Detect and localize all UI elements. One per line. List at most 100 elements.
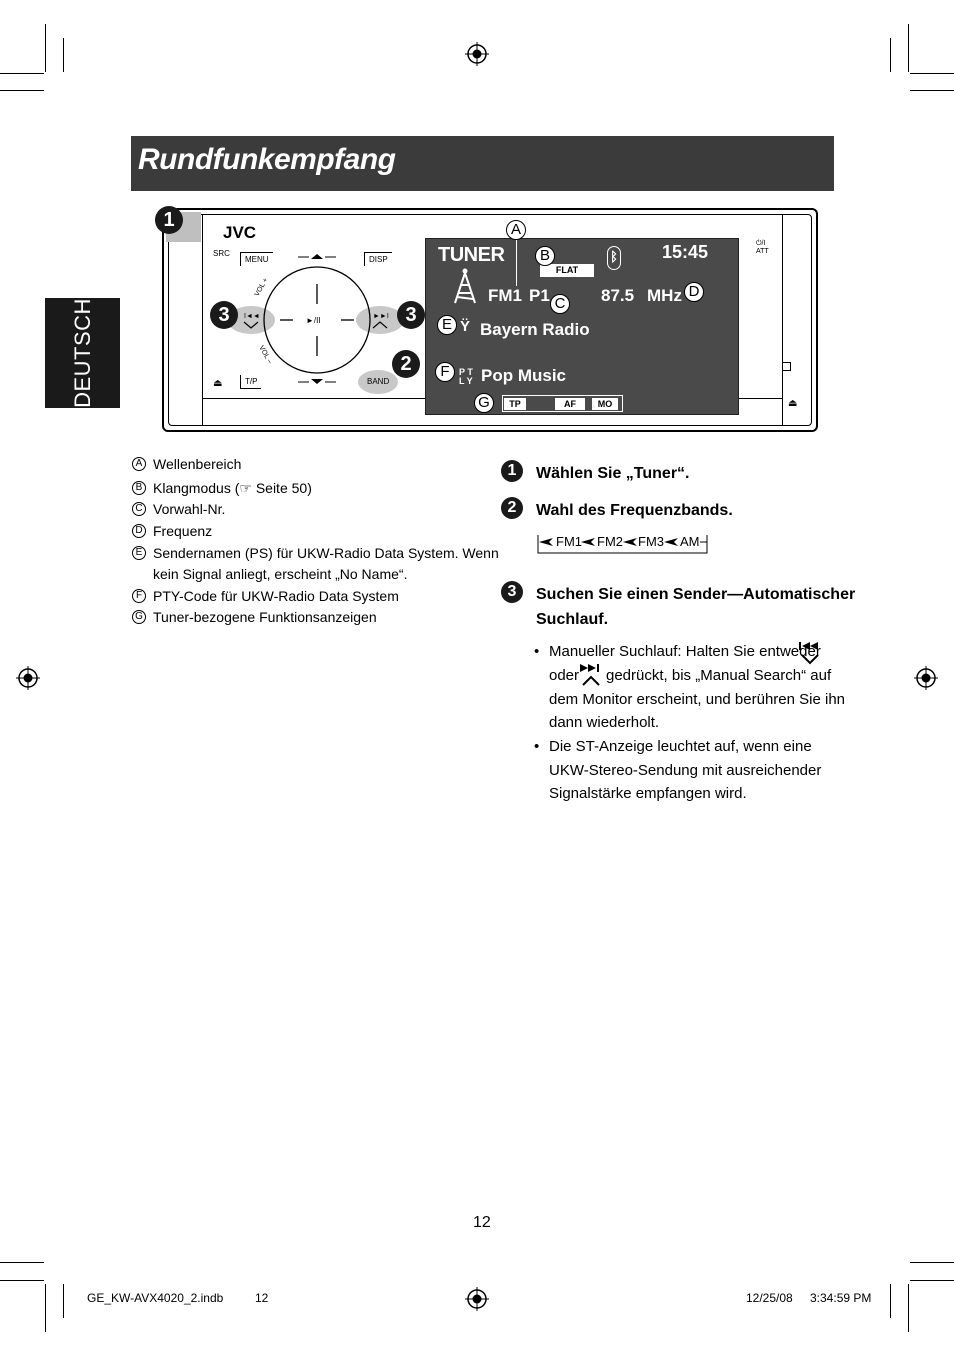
legend-letter-e: E [132,546,146,560]
bullet-1-line3: dem Monitor erscheint, und berühren Sie … [549,691,846,708]
callout-f: F [435,362,455,382]
control-wheel[interactable]: VOL + VOL – ►/II I◄◄ ►►I [225,250,415,390]
crop-mark [890,1284,891,1318]
registration-mark [914,666,938,690]
display-preset: P1 [529,286,550,305]
indicator-af: AF [555,398,585,410]
eject-button[interactable]: ⏏ [213,378,223,389]
title-bar: Rundfunkempfang [131,136,834,191]
legend-item-e-line2: kein Signal anliegt, erscheint „No Name“… [153,566,408,582]
svg-text:VOL +: VOL + [254,277,270,298]
legend-item-f: PTY-Code für UKW-Radio Data System [153,588,399,604]
next-button-icon [580,664,600,686]
band-cycle-fm2: FM2 [597,534,623,549]
bullet-1-line2b: gedrückt, bis „Manual Search“ auf [606,667,832,684]
step-2-text: Wahl des Frequenzbands. [536,502,733,519]
svg-text:►►I: ►►I [373,313,389,320]
step-1-text: Wählen Sie „Tuner“. [536,465,690,482]
legend-item-c: Vorwahl-Nr. [153,501,226,517]
footer-file: GE_KW-AVX4020_2.indb [87,1291,224,1305]
step-3-text-line2: Suchlauf. [536,611,609,628]
display-source: TUNER [438,244,505,266]
footer-time: 3:34:59 PM [810,1291,872,1305]
sensor-window [782,362,791,371]
display-sound-mode: FLAT [540,264,594,277]
eject-open-button[interactable]: ⏏ [788,398,798,409]
power-att-button[interactable]: ⏻/I ATT [756,240,769,255]
display-band: FM1 [488,286,522,305]
step-3-text: Suchen Sie einen Sender—Automatischer [536,586,856,603]
step-3-callout-right: 3 [397,301,425,329]
crop-mark [63,38,64,72]
indicator-mo: MO [592,398,618,410]
crop-mark [910,1262,954,1263]
bullet-2-line3: Signalstärke empfangen wird. [549,785,747,802]
crop-mark [908,1284,909,1332]
callout-g: G [474,393,494,413]
step-3-number: 3 [501,581,523,603]
legend-letter-f: F [132,589,146,603]
disp-button[interactable]: DISP [364,252,392,266]
legend-item-b: Klangmodus (☞ Seite 50) [153,480,312,496]
prev-button-icon [799,642,819,665]
band-cycle-diagram [537,535,708,554]
crop-mark [45,24,46,72]
crop-mark [45,1284,46,1332]
legend-letter-d: D [132,524,146,538]
legend-item-g: Tuner-bezogene Funktionsanzeigen [153,609,377,625]
registration-mark [465,42,489,66]
crop-mark [0,90,44,91]
legend-item-a: Wellenbereich [153,456,242,472]
step-2-number: 2 [501,497,523,519]
bluetooth-icon: ᛒ [607,246,621,270]
callout-a: A [506,220,526,240]
display-ps-name: Bayern Radio [480,320,590,339]
crop-mark [910,90,954,91]
step-1-callout: 1 [155,206,183,234]
registration-mark [16,666,40,690]
legend-item-d: Frequenz [153,523,213,539]
legend-letter-c: C [132,502,146,516]
legend-letter-g: G [132,610,146,624]
step-2-callout: 2 [392,350,420,378]
step-1-number: 1 [501,460,523,482]
band-button-label: BAND [367,377,390,386]
indicator-tp: TP [504,398,526,410]
display-pty: Pop Music [481,366,567,385]
crop-mark [0,1280,44,1281]
tp-button[interactable]: T/P [240,375,262,389]
crop-mark [0,1262,44,1263]
page-number: 12 [473,1214,491,1231]
step-3-callout-left: 3 [210,301,238,329]
bullet-1-line1: Manueller Suchlauf: Halten Sie entweder [549,643,821,660]
crop-mark [908,24,909,72]
menu-button[interactable]: MENU [240,252,273,266]
svg-text:►/II: ►/II [306,316,321,325]
registration-mark [465,1287,489,1311]
legend-item-e: Sendernamen (PS) für UKW-Radio Data Syst… [153,545,499,561]
crop-mark [890,38,891,72]
legend-letter-a: A [132,457,146,471]
bullet-dot: • [534,738,540,755]
indicator-bar [502,395,623,412]
bullet-2-line2: UKW-Stereo-Sendung mit ausreichender [549,762,822,779]
callout-a-leader [516,240,517,286]
callout-d: D [684,282,704,302]
jvc-logo: JVC [223,223,257,242]
pty-icon: P T L Y [459,367,473,386]
language-tab-label: DEUTSCH [70,298,95,408]
band-button[interactable] [358,370,398,394]
display-frequency-unit: MHz [647,286,682,305]
svg-text:VOL –: VOL – [257,345,273,366]
display-time: 15:45 [662,242,709,262]
receiver-faceplate [168,214,812,426]
band-cycle-am: AM [680,534,700,549]
antenna-tower-icon [454,268,476,304]
faceplate-divider [782,214,783,426]
footer-file-page: 12 [255,1291,269,1305]
rds-icon: Ÿ [460,318,471,335]
bullet-2-line1: Die ST-Anzeige leuchtet auf, wenn eine [549,738,812,755]
display-frequency: 87.5 [601,286,635,305]
page-title: Rundfunkempfang [138,143,396,176]
src-button[interactable]: SRC [213,249,230,258]
